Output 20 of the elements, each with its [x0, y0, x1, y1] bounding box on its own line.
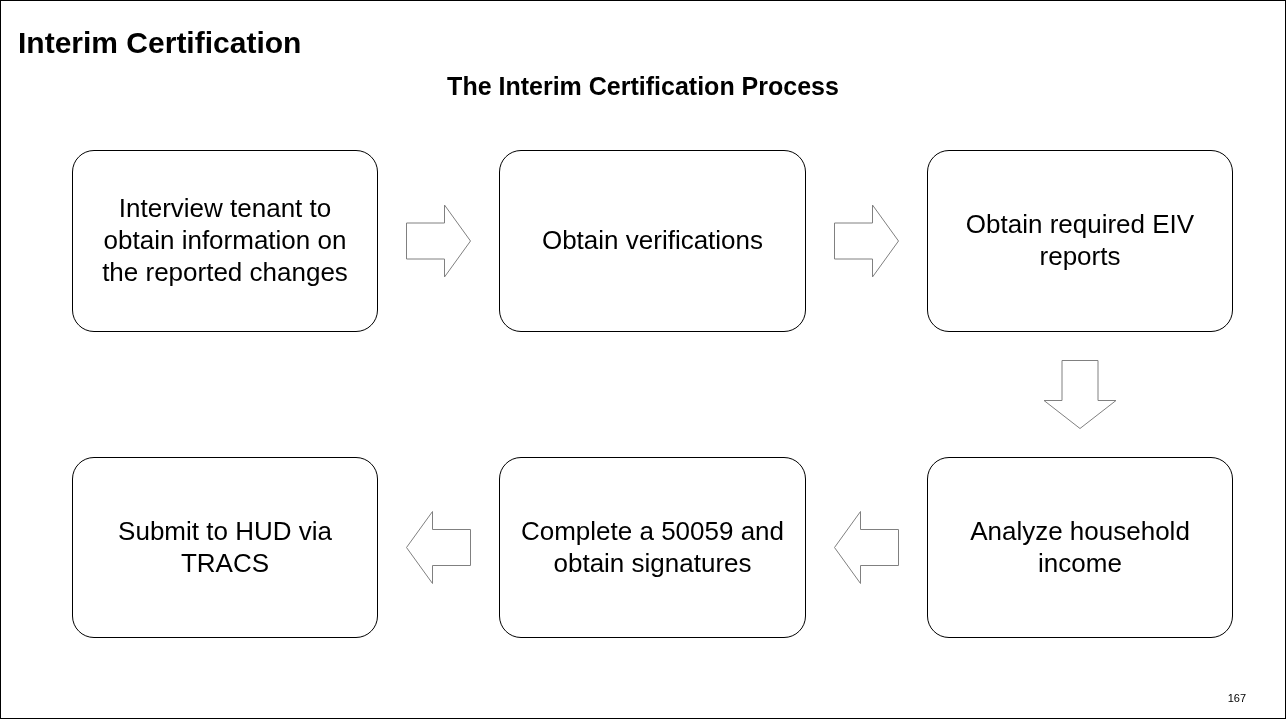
block-arrow — [1043, 360, 1117, 429]
block-arrow — [834, 204, 899, 278]
step-text: Obtain required EIV reports — [964, 209, 1196, 273]
slide-title: Interim Certification — [18, 25, 302, 61]
diagram-heading: The Interim Certification Process — [447, 71, 839, 102]
process-box — [499, 150, 806, 332]
page-number: 167 — [1227, 691, 1246, 706]
process-box — [927, 457, 1233, 638]
step-text: Submit to HUD via TRACS — [117, 515, 333, 580]
step-text: Complete a 50059 and obtain signatures — [519, 515, 786, 580]
step-text: Analyze household income — [969, 515, 1191, 580]
process-box — [927, 150, 1233, 332]
process-box — [499, 457, 806, 638]
block-arrow — [834, 511, 899, 584]
step-text: Obtain verifications — [541, 225, 764, 257]
block-arrow — [406, 511, 471, 584]
block-arrow — [406, 204, 471, 278]
process-box — [72, 457, 378, 638]
step-text: Interview tenant to obtain information on the reported changes — [101, 193, 349, 289]
process-box — [72, 150, 378, 332]
